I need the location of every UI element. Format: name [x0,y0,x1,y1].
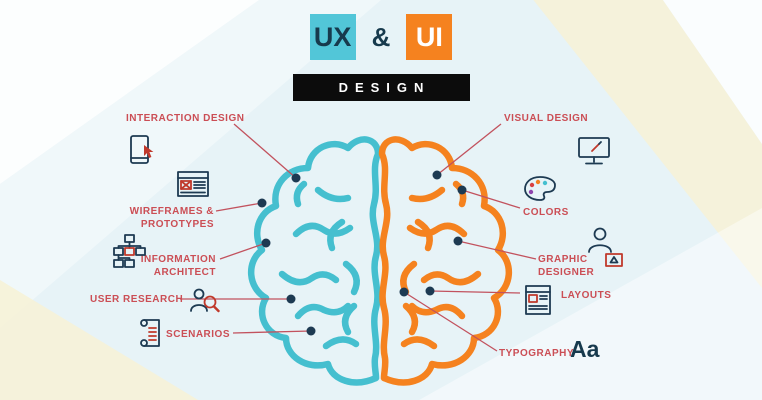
label-scenarios: SCENARIOS [166,329,230,340]
connector-line-group [180,123,537,352]
title: UX & UI [0,14,762,60]
ui-badge: UI [406,14,453,60]
design-bar-row: DESIGN [0,74,762,101]
label-interaction-design: INTERACTION DESIGN [126,113,245,124]
label-user-research: USER RESEARCH [90,294,184,305]
label-typography: TYPOGRAPHY [499,348,575,359]
sitemap-icon [113,234,146,268]
ampersand: & [371,21,391,52]
label-information-architect: INFORMATION ARCHITECT [140,254,216,278]
ux-badge: UX [309,14,356,60]
label-visual-design: VISUAL DESIGN [504,113,589,124]
user-research-icon [190,288,220,313]
designer-icon [588,227,623,267]
design-bar: DESIGN [292,74,470,101]
label-wireframes-prototypes: WIREFRAMES & PROTOTYPES [129,206,214,230]
label-colors: COLORS [523,207,569,218]
typography-sample: Aa [570,336,600,362]
palette-icon [524,176,556,201]
label-layouts: LAYOUTS [561,290,612,301]
monitor-icon [578,137,610,165]
tablet-hand-icon [130,135,154,164]
layout-icon [525,285,551,315]
connector-dot-group [257,170,467,336]
scroll-icon [140,319,160,347]
wireframe-icon [177,171,209,197]
